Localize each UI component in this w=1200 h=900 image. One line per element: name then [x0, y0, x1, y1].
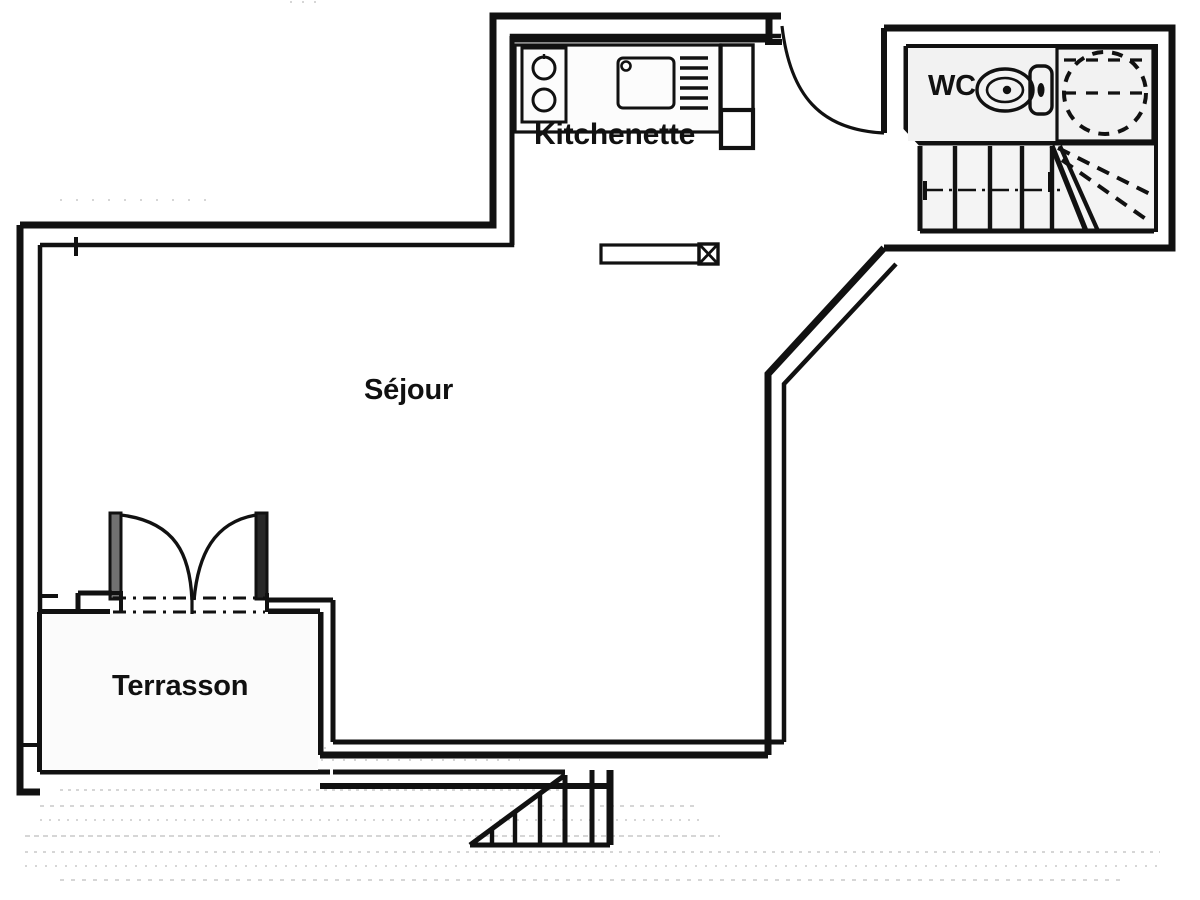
kitchen-sink-icon	[616, 56, 676, 110]
french-doors-icon	[108, 511, 269, 614]
room-label-terrasson: Terrasson	[112, 670, 249, 702]
sejour-south-wall	[268, 597, 784, 759]
room-label-sejour: Séjour	[364, 374, 454, 406]
staircase-icon	[917, 145, 1155, 234]
terrasson-walls	[20, 590, 330, 796]
refrigerator-icon	[718, 43, 756, 151]
stair-floor-fill	[920, 146, 1154, 231]
post-column-icon	[697, 242, 720, 266]
kitchenette-door-swing	[780, 25, 885, 135]
toilet-cistern-icon	[1028, 64, 1054, 116]
draining-board-icon	[680, 56, 708, 110]
wall-tick-marks	[20, 237, 78, 747]
shower-tray-icon	[1055, 46, 1155, 143]
room-label-wc: WC	[928, 70, 976, 102]
wc-outer-wall	[881, 24, 1176, 252]
stove-hob-icon	[520, 46, 568, 124]
toilet-icon	[975, 64, 1054, 116]
kitchenette-walls	[509, 16, 782, 245]
exterior-steps-icon	[320, 769, 614, 848]
diagonal-wall	[764, 245, 898, 755]
terrasson-floor-fill	[42, 614, 318, 770]
room-label-kitchenette: Kitchenette	[534, 118, 696, 151]
